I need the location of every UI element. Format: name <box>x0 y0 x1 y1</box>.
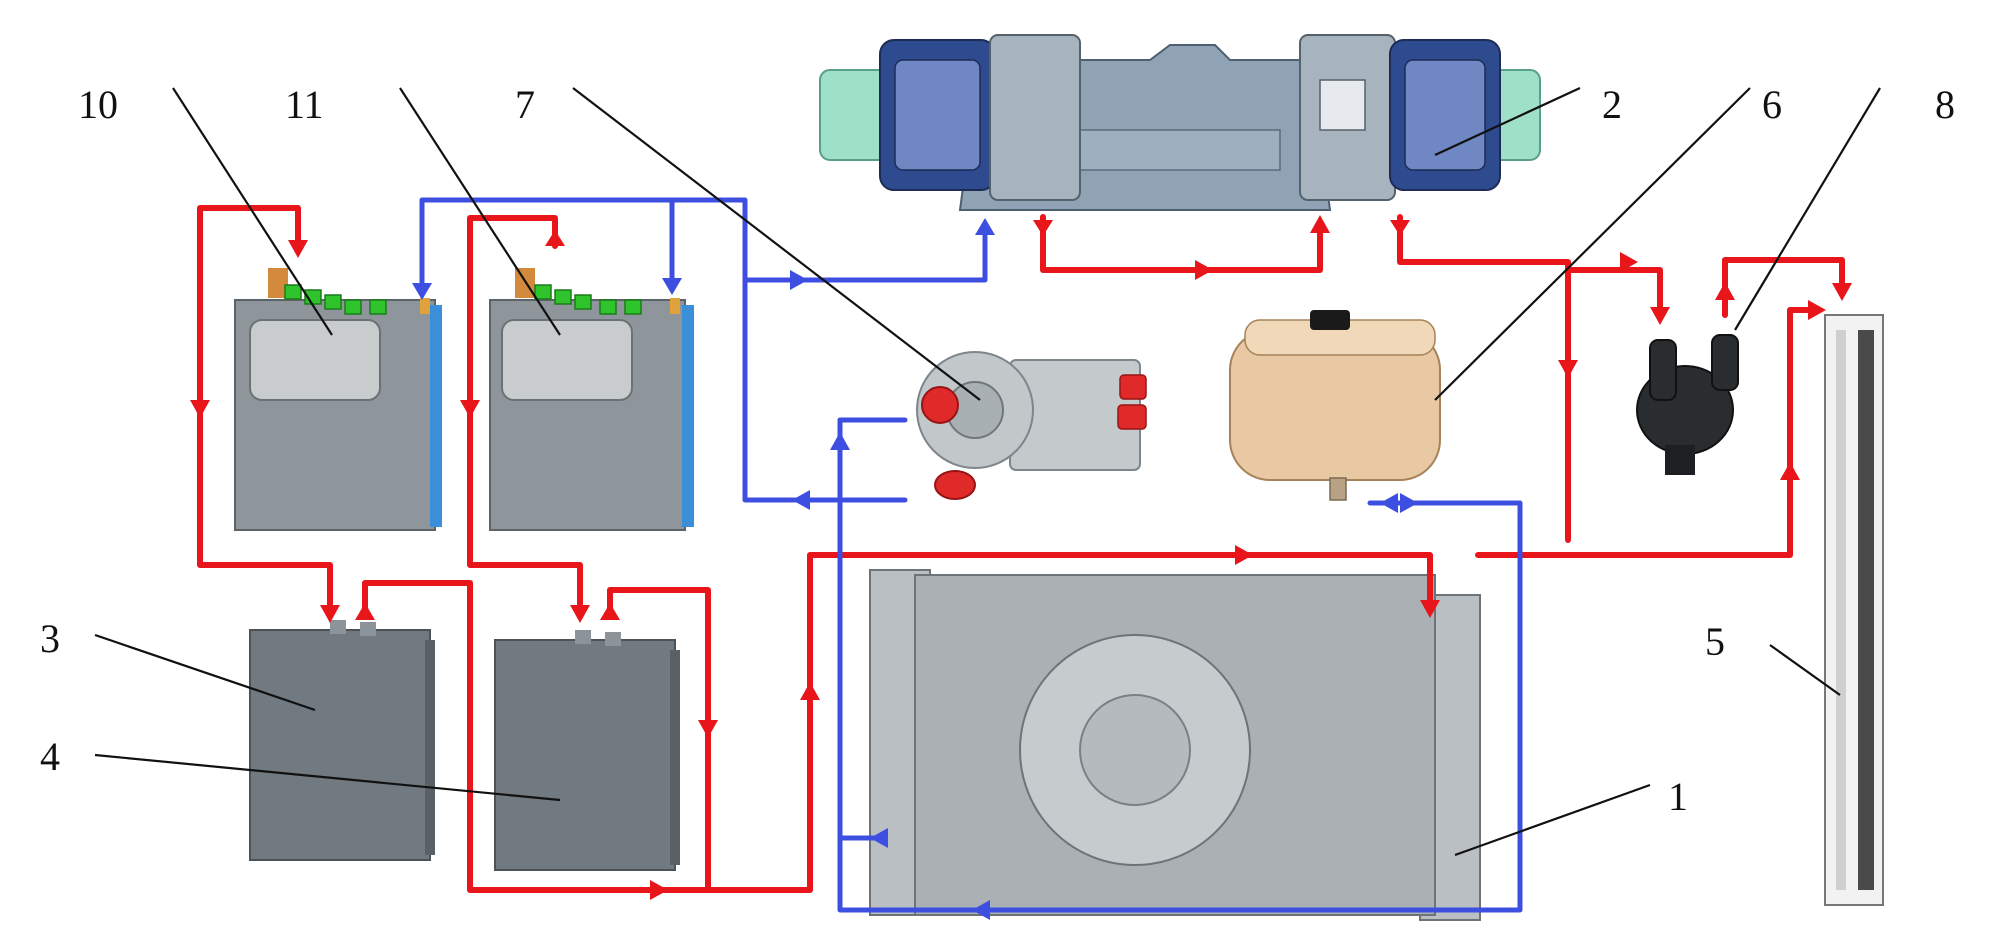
pump-7 <box>916 351 1147 500</box>
leader-5 <box>1769 644 1841 696</box>
expansion-tank-6 <box>1229 310 1441 501</box>
label-8: 8 <box>1935 82 1955 127</box>
hot-coolant-lines <box>190 205 1852 900</box>
leader-8 <box>1734 87 1881 331</box>
leader-1 <box>1454 783 1651 857</box>
label-6: 6 <box>1762 82 1782 127</box>
leader-2 <box>1434 87 1581 156</box>
part-numbers: 10 11 7 2 6 8 3 4 5 1 <box>40 82 1955 819</box>
water-pump-8 <box>1636 334 1739 475</box>
controller-10 <box>234 268 442 531</box>
label-5: 5 <box>1705 619 1725 664</box>
leader-10 <box>172 87 333 336</box>
cold-coolant-lines <box>412 197 1523 920</box>
controller-11 <box>489 268 694 531</box>
drive-axle <box>819 34 1541 211</box>
leader-lines <box>94 87 1881 857</box>
radiator-1 <box>869 569 1481 921</box>
label-3: 3 <box>40 616 60 661</box>
label-11: 11 <box>285 82 324 127</box>
label-4: 4 <box>40 734 60 779</box>
leader-3 <box>94 633 316 712</box>
sensor-5 <box>1824 314 1884 906</box>
leader-7 <box>572 87 981 401</box>
label-10: 10 <box>78 82 118 127</box>
leader-11 <box>399 87 561 336</box>
leader-6 <box>1434 87 1751 401</box>
label-2: 2 <box>1602 82 1622 127</box>
leader-4 <box>94 753 561 802</box>
controller-4 <box>494 630 680 871</box>
controller-3 <box>249 620 435 861</box>
label-1: 1 <box>1668 774 1688 819</box>
label-7: 7 <box>515 82 535 127</box>
